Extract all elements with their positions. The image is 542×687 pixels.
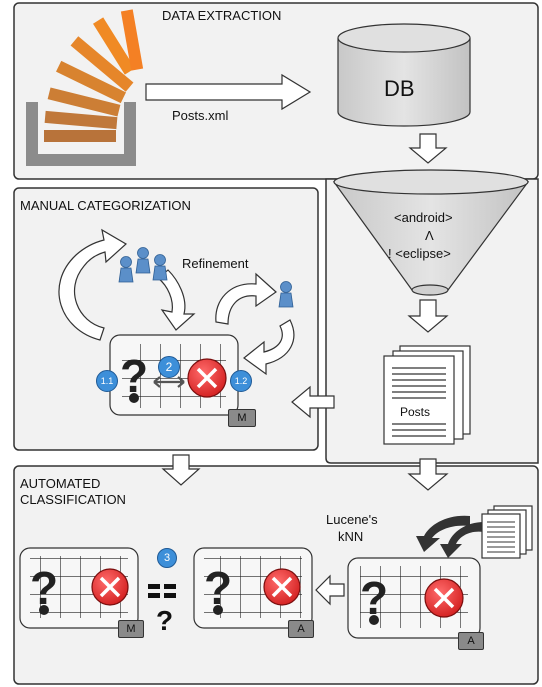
posts-to-manual-arrow	[291, 385, 335, 419]
refinement-label: Refinement	[182, 256, 249, 271]
posts-xml-label: Posts.xml	[172, 108, 229, 123]
posts-documents-icon	[383, 345, 471, 445]
filter-not-eclipse-label: ! <eclipse>	[388, 246, 451, 261]
knn-tag-badge: A	[458, 632, 484, 650]
db-to-filter-arrow	[408, 133, 448, 164]
db-label: DB	[384, 76, 415, 101]
classifier-to-result-arrow	[315, 574, 345, 606]
stackoverflow-logo-icon	[26, 9, 144, 166]
manual-categorization-title: MANUAL CATEGORIZATION	[20, 198, 191, 213]
data-extraction-title: DATA EXTRACTION	[162, 8, 282, 23]
lucene-label-line1: Lucene's	[326, 512, 378, 527]
step-3-badge: 3	[157, 548, 177, 568]
automated-classification-title-line1: AUTOMATED	[20, 476, 101, 491]
svg-text:?: ?	[156, 605, 173, 636]
knn-input-arrows-icon	[416, 515, 484, 558]
posts-label: Posts	[400, 405, 431, 419]
automated-classification-title-line2: CLASSIFICATION	[20, 492, 126, 507]
manual-tag-badge: M	[228, 409, 256, 427]
equals-comparison-icon: ?	[148, 584, 176, 636]
database-icon	[337, 23, 471, 127]
step-1-1-badge: 1.1	[96, 370, 118, 392]
knn-classified-matrix: ?	[347, 557, 481, 639]
auto-result-tag-badge: A	[288, 620, 314, 638]
user-icon	[278, 281, 294, 308]
training-documents-icon	[481, 505, 533, 559]
filter-and-label: Λ	[425, 228, 434, 243]
refinement-cycle-icon	[58, 228, 295, 376]
posts-xml-arrow	[145, 73, 312, 111]
users-group-icon	[118, 247, 168, 283]
posts-to-automated-arrow	[407, 458, 449, 491]
tag-filter-funnel-icon	[332, 169, 530, 296]
filter-android-label: <android>	[394, 210, 453, 225]
manual-result-tag-badge: M	[118, 620, 144, 638]
manual-labeled-matrix: ?	[19, 547, 139, 629]
step-2-badge: 2	[158, 356, 180, 378]
automated-labeled-matrix: ?	[193, 547, 313, 629]
manual-to-automated-arrow	[161, 454, 201, 486]
step-1-2-badge: 1.2	[230, 370, 252, 392]
lucene-label-line2: kNN	[338, 529, 364, 544]
filter-to-posts-arrow	[407, 299, 449, 333]
